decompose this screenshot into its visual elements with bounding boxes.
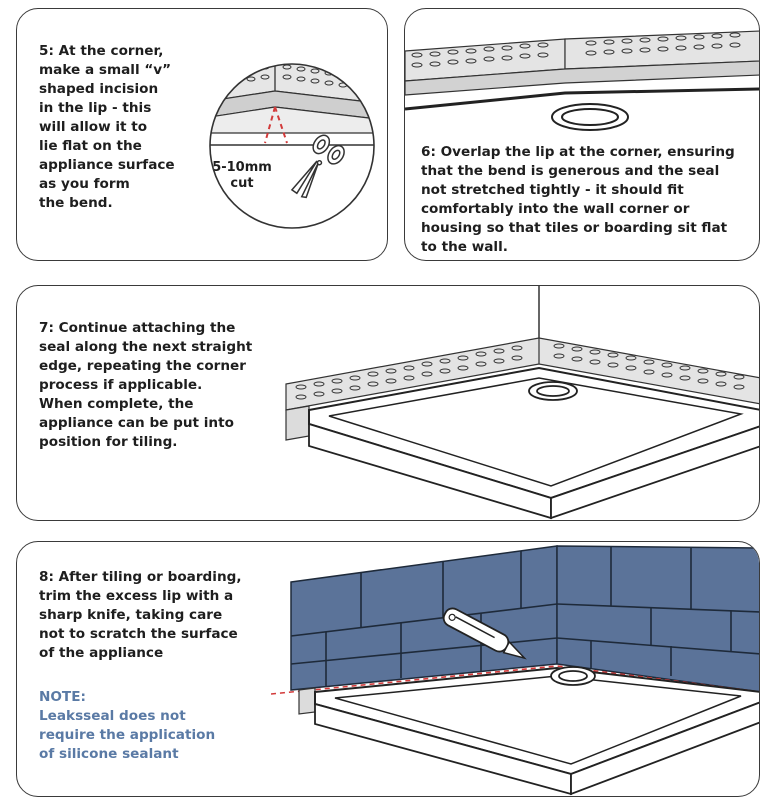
step5-line: lie flat on the [39,138,142,154]
knife-icon [442,607,527,660]
step8-line: 8: After tiling or boarding, [39,569,242,585]
corner-incision-illustration: 5-10mm cut [209,63,375,229]
step7-line: 7: Continue attaching the [39,320,236,336]
step7-line: appliance can be put into [39,415,234,431]
step7-line: position for tiling. [39,434,178,450]
step5-line: shaped incision [39,81,159,97]
note-line: of silicone sealant [39,746,179,762]
step8-line: sharp knife, taking care [39,607,223,623]
step5-line: the bend. [39,195,113,211]
cut-label: cut [230,176,253,191]
step8-panel: 8: After tiling or boarding, trim the ex… [16,541,760,797]
step7-line: When complete, the [39,396,194,412]
step7-line: edge, repeating the corner [39,358,246,374]
step5-text: 5: At the corner, make a small “v” shape… [39,42,175,213]
step5-line: make a small “v” [39,62,172,78]
step7-panel: 7: Continue attaching the seal along the… [16,285,760,521]
step7-line: seal along the next straight [39,339,253,355]
step5-line: 5: At the corner, [39,43,164,59]
step8-line: of the appliance [39,645,164,661]
step5-line: in the lip - this [39,100,152,116]
step6-line: that the bend is generous and the seal [421,163,720,179]
tiling-trim-illustration [271,545,759,796]
cut-size-label: 5-10mm [212,160,272,175]
note-line: require the application [39,727,216,743]
step5-line: appliance surface [39,157,175,173]
step8-text: 8: After tiling or boarding, trim the ex… [39,568,242,663]
step6-line: not stretched tightly - it should fit [421,182,684,198]
step6-panel: 6: Overlap the lip at the corner, ensuri… [404,8,760,261]
step6-line: comfortably into the wall corner or [421,201,690,217]
step6-line: to the wall. [421,239,508,255]
step8-line: not to scratch the surface [39,626,238,642]
step5-line: will allow it to [39,119,148,135]
step7-text: 7: Continue attaching the seal along the… [39,319,252,452]
step7-line: process if applicable. [39,377,203,393]
step5-panel: 5: At the corner, make a small “v” shape… [16,8,388,261]
tray-seal-illustration [285,286,759,520]
note-line: Leaksseal does not [39,708,186,724]
step6-line: 6: Overlap the lip at the corner, ensuri… [421,144,735,160]
corner-overlap-illustration [405,30,759,131]
step6-line: housing so that tiles or boarding sit fl… [421,220,728,236]
step8-line: trim the excess lip with a [39,588,234,604]
step6-text: 6: Overlap the lip at the corner, ensuri… [421,143,735,257]
note-title: NOTE: [39,689,86,705]
note-body: Leaksseal does not require the applicati… [39,707,215,764]
step5-line: as you form [39,176,130,192]
